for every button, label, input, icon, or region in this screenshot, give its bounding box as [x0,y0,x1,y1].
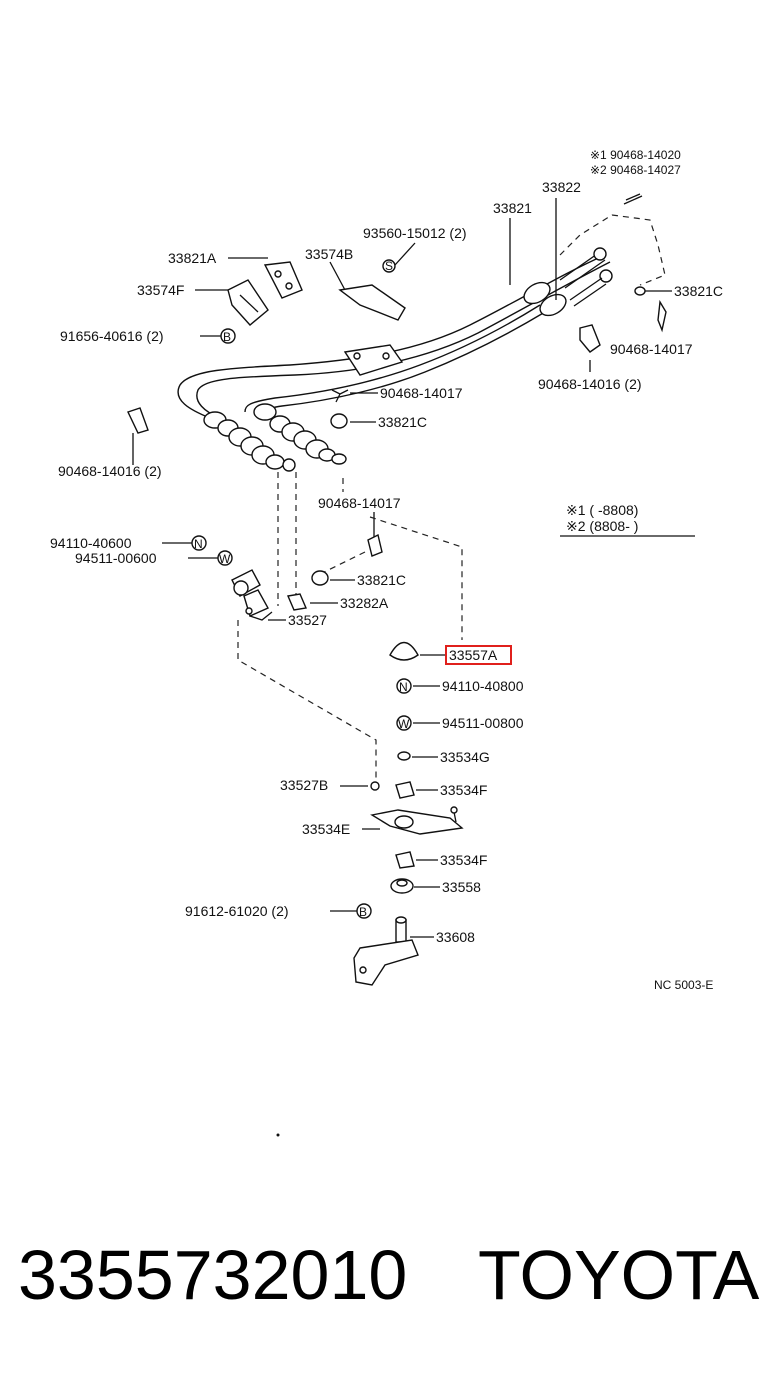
label-33822: 33822 [542,179,581,195]
bushing-33821C-mid [330,413,348,429]
label-90468-14016-right: 90468-14016 (2) [538,376,642,392]
svg-text:B: B [223,330,231,344]
svg-text:N: N [194,537,203,551]
label-94511-00600: 94511-00600 [75,550,157,566]
brand-name: TOYOTA [478,1236,760,1314]
lever-33534E [370,806,464,835]
clip-90468-14016-left [127,407,149,434]
stray-dot [276,1133,280,1137]
label-33821C-right: 33821C [674,283,723,299]
footer: 3355732010 TOYOTA [18,1232,768,1322]
bolt-marker-B2 [356,903,372,919]
legend-2: ※2 (8808- ) [566,518,638,534]
label-90468-14017-right: 90468-14017 [610,341,693,357]
label-33558: 33558 [442,879,481,895]
bracket-33608 [353,916,419,986]
ref-note-1: ※1 90468-14020 [590,148,681,162]
label-33821: 33821 [493,200,532,216]
label-91656: 91656-40616 (2) [60,328,164,344]
washer-33534G [397,751,411,761]
label-33534G: 33534G [440,749,490,765]
label-94511-00800: 94511-00800 [442,715,524,731]
svg-text:S: S [385,259,393,273]
label-33574F: 33574F [137,282,184,298]
label-33608: 33608 [436,929,475,945]
svg-text:W: W [219,552,231,566]
bracket-33574B [338,284,406,321]
cable-boots [203,403,347,472]
screw-marker-S [382,259,396,273]
label-33534F-2: 33534F [440,852,487,868]
bushing-33534F-bottom [395,851,415,869]
label-93560: 93560-15012 (2) [363,225,467,241]
bushing-33534F-top [395,781,415,799]
label-33821C-mid: 33821C [378,414,427,430]
retainer-33821A [263,261,303,299]
highlight-box-33557A [445,645,512,665]
clip-top-right [623,193,643,205]
label-33527B: 33527B [280,777,328,793]
svg-text:N: N [399,680,408,694]
bolt-marker-B1 [220,328,236,344]
ref-note-2: ※2 90468-14027 [590,163,681,177]
bushing-33821C-center [311,570,329,586]
label-33557A: 33557A [449,647,498,663]
label-33534E: 33534E [302,821,350,837]
label-94110-40600: 94110-40600 [50,535,132,551]
nut-marker-N2 [396,678,412,694]
clip-33527B [370,781,380,791]
legend-1: ※1 ( -8808) [566,502,638,518]
cable-bracket-plate [343,344,404,376]
nut-marker-N1 [191,535,207,551]
svg-text:W: W [398,717,410,731]
label-33534F-1: 33534F [440,782,487,798]
label-91612: 91612-61020 (2) [185,903,289,919]
label-90468-14016-left: 90468-14016 (2) [58,463,162,479]
boot-33557A [389,641,419,661]
clip-90468-14017-mid [331,389,349,403]
diagram-code: NC 5003-E [654,978,713,992]
housing-outline [559,214,666,286]
bushing-33821C-right [634,286,646,296]
shift-cables [177,247,613,419]
washer-marker-W2 [396,715,412,731]
label-33821C-center: 33821C [357,572,406,588]
svg-text:B: B [359,905,367,919]
label-33282A: 33282A [340,595,389,611]
pin-33282A [287,593,307,611]
clip-90468-14017-center [367,533,383,557]
label-94110-40800: 94110-40800 [442,678,524,694]
clip-90468-14016-right [579,324,601,353]
label-33527: 33527 [288,612,327,628]
lever-33527 [231,569,273,621]
part-number: 3355732010 [18,1236,408,1314]
washer-marker-W1 [217,550,233,566]
clip-90468-14017-right [657,299,667,333]
label-33574B: 33574B [305,246,353,262]
label-90468-14017-mid: 90468-14017 [380,385,463,401]
label-33821A: 33821A [168,250,217,266]
label-90468-14017-center: 90468-14017 [318,495,401,511]
